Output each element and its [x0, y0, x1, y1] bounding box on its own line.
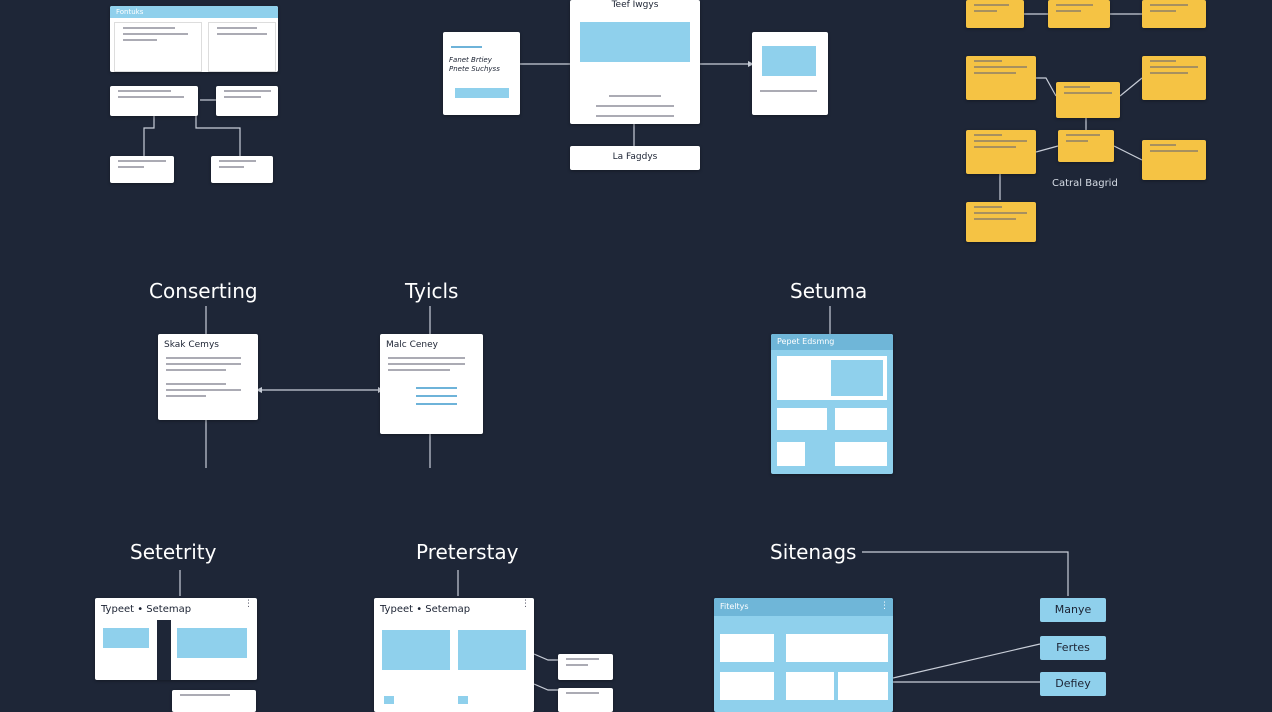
preterstay-card-title: Typeet • Setemap — [380, 604, 471, 615]
conserting-card-title: Skak Cemys — [164, 340, 219, 350]
section-title-preterstay: Preterstay — [416, 540, 519, 564]
kebab-icon[interactable]: ⋮ — [244, 599, 253, 609]
conserting-card[interactable]: Skak Cemys — [158, 334, 258, 420]
section-title-setetrity: Setetrity — [130, 540, 217, 564]
setuma-card[interactable]: Pepet Edsmng — [771, 334, 893, 474]
section-title-tyicls: Tyicls — [405, 279, 459, 303]
kebab-icon[interactable]: ⋮ — [521, 599, 530, 609]
tm-left-card[interactable]: Fanet Brtiey Pnete Suchyss — [443, 32, 520, 115]
preterstay-side-b[interactable] — [558, 688, 613, 712]
yellow-node-5[interactable] — [1056, 82, 1120, 118]
tm-main-title: Teef Iwgys — [611, 0, 659, 10]
tl-panel-card[interactable]: Fontuks — [110, 6, 278, 72]
setuma-card-header: Pepet Edsmng — [771, 334, 893, 350]
yellow-node-8[interactable] — [1058, 130, 1114, 162]
pill-defiey[interactable]: Defiey — [1040, 672, 1106, 696]
tl-node-b[interactable] — [216, 86, 278, 116]
section-title-conserting: Conserting — [149, 279, 258, 303]
tm-bottom-label: La Fagdys — [612, 152, 658, 162]
setetrity-card[interactable]: Typeet • Setemap ⋮ — [95, 598, 257, 680]
tl-node-d[interactable] — [211, 156, 273, 183]
yellow-caption: Catral Bagrid — [1052, 178, 1118, 189]
yellow-node-1[interactable] — [966, 0, 1024, 28]
pill-manye[interactable]: Manye — [1040, 598, 1106, 622]
yellow-node-6[interactable] — [1142, 56, 1206, 100]
sitenags-card-header: Fiteltys — [714, 598, 893, 616]
preterstay-card[interactable]: Typeet • Setemap ⋮ — [374, 598, 534, 712]
yellow-node-10[interactable] — [966, 202, 1036, 242]
yellow-node-4[interactable] — [966, 56, 1036, 100]
tm-left-title: Fanet Brtiey Pnete Suchyss — [449, 56, 500, 73]
tl-panel-header: Fontuks — [110, 6, 278, 18]
tm-right-card[interactable] — [752, 32, 828, 115]
yellow-node-9[interactable] — [1142, 140, 1206, 180]
pill-fertes[interactable]: Fertes — [1040, 636, 1106, 660]
tl-node-a[interactable] — [110, 86, 198, 116]
section-title-setuma: Setuma — [790, 279, 868, 303]
yellow-node-7[interactable] — [966, 130, 1036, 174]
sitenags-card[interactable]: Fiteltys ⋮ — [714, 598, 893, 712]
section-title-sitenags: Sitenags — [770, 540, 857, 564]
tm-bottom-card[interactable]: La Fagdys — [570, 146, 700, 170]
setetrity-card-title: Typeet • Setemap — [101, 604, 192, 615]
tyicls-card[interactable]: Malc Ceney — [380, 334, 483, 434]
tl-node-c[interactable] — [110, 156, 174, 183]
preterstay-side-a[interactable] — [558, 654, 613, 680]
setetrity-card-lower[interactable] — [172, 690, 256, 712]
tyicls-card-title: Malc Ceney — [386, 340, 438, 350]
yellow-node-3[interactable] — [1142, 0, 1206, 28]
tm-main-card[interactable]: Teef Iwgys — [570, 0, 700, 124]
yellow-node-2[interactable] — [1048, 0, 1110, 28]
kebab-icon[interactable]: ⋮ — [880, 601, 889, 611]
